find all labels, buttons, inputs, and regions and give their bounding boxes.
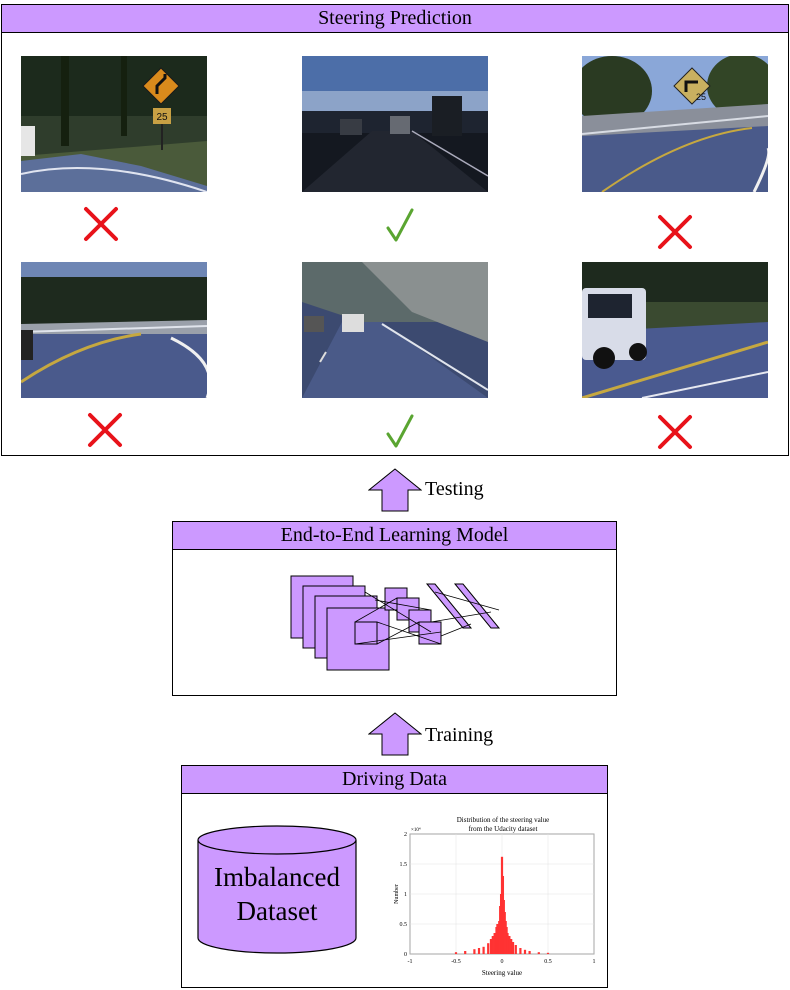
road-photo-3: 25 — [582, 56, 768, 192]
histogram-bar — [523, 949, 527, 954]
driving-data-title: Driving Data — [182, 766, 607, 794]
model-title: End-to-End Learning Model — [173, 522, 616, 550]
steering-histogram: Distribution of the steering value from … — [394, 816, 596, 977]
check-icon — [386, 208, 414, 242]
svg-text:25: 25 — [696, 92, 706, 102]
road-photo-4 — [21, 262, 207, 398]
road-photo-2 — [302, 56, 488, 192]
cross-icon — [88, 413, 122, 447]
histogram-bar — [510, 939, 513, 954]
histogram-bar — [491, 936, 494, 954]
y-tick-label: 0.5 — [400, 922, 408, 928]
cross-icon — [84, 207, 118, 241]
y-axis-label: Number — [394, 884, 400, 904]
histogram-bar — [508, 936, 511, 954]
histogram-bar — [514, 945, 517, 954]
histogram-bar — [477, 948, 481, 954]
dataset-label: Imbalanced Dataset — [196, 860, 358, 928]
dataset-label-line1: Imbalanced — [214, 862, 340, 892]
y-multiplier: ×10⁴ — [411, 827, 421, 833]
x-tick-label: -1 — [408, 959, 413, 965]
histogram-bar — [464, 951, 467, 954]
histogram-bar — [511, 942, 515, 954]
histogram-bar — [489, 939, 493, 954]
cross-icon — [658, 415, 692, 449]
training-label: Training — [425, 724, 494, 746]
histogram-bar — [506, 933, 509, 954]
y-tick-label: 1 — [404, 892, 407, 898]
road-photo-1: 25 — [21, 56, 207, 192]
x-tick-label: 0 — [501, 959, 504, 965]
x-tick-label: 0.5 — [544, 959, 552, 965]
histogram-bar — [487, 943, 490, 954]
chart-subtitle: from the Udacity dataset — [468, 825, 537, 833]
x-axis-label: Steering value — [482, 969, 522, 977]
histogram-bar — [546, 952, 550, 954]
histogram-bar — [519, 948, 522, 954]
dataset-label-line2: Dataset — [236, 896, 318, 926]
histogram-bar — [454, 952, 458, 954]
database-cylinder-icon — [197, 825, 357, 954]
ticks: -1 -0.5 0 0.5 1 0 0.5 1 1.5 2 — [400, 832, 596, 965]
y-tick-label: 0 — [404, 952, 407, 958]
x-tick-label: 1 — [593, 959, 596, 965]
chart-title: Distribution of the steering value — [457, 816, 550, 824]
road-photo-6 — [582, 262, 768, 398]
training-arrow-icon — [368, 712, 422, 756]
histogram-bar — [493, 933, 496, 954]
testing-label: Testing — [425, 478, 484, 500]
testing-arrow-icon — [368, 468, 422, 512]
histogram-bar — [482, 946, 485, 954]
steering-prediction-title: Steering Prediction — [2, 5, 788, 33]
histogram-bar — [537, 952, 540, 954]
cnn-diagram — [290, 575, 501, 671]
x-tick-label: -0.5 — [451, 959, 461, 965]
histogram-bar — [473, 949, 476, 954]
histogram-bar — [528, 951, 531, 954]
y-tick-label: 2 — [404, 832, 407, 838]
road-photo-5 — [302, 262, 488, 398]
bars — [454, 856, 550, 954]
check-icon — [386, 414, 414, 448]
svg-text:25: 25 — [156, 112, 168, 123]
cross-icon — [658, 215, 692, 249]
y-tick-label: 1.5 — [400, 862, 408, 868]
